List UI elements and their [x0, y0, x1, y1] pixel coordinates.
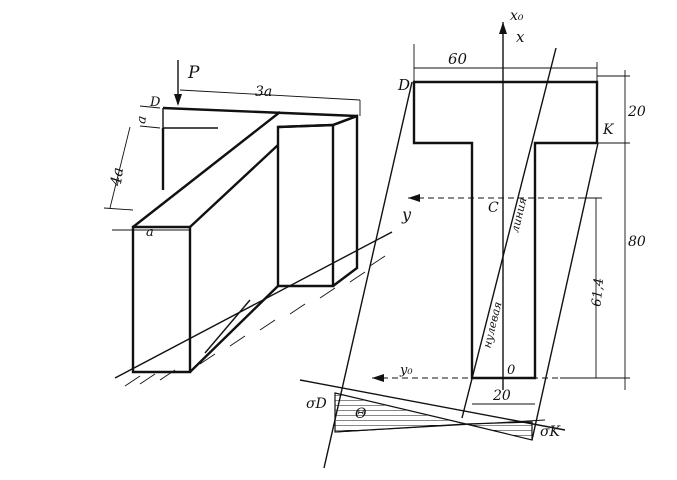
stress-diagram — [299, 379, 566, 441]
axis-y0-label: y₀ — [399, 363, 413, 378]
t-section-view: 60 20 80 61,4 x₀ x y C y₀ 0 20 D K — [299, 8, 646, 469]
load-arrow — [174, 60, 182, 106]
dimension-3a — [179, 89, 361, 116]
point-d-label: D — [397, 76, 410, 94]
dimension-a-web-label: a — [146, 225, 154, 240]
dimension-4a — [103, 126, 134, 211]
dimension-4a-label: 4a — [107, 166, 128, 188]
load-label: P — [187, 63, 200, 83]
dimension-a-flange-label: a — [134, 115, 150, 125]
t-beam-3d-view: P D 3a a 4a a — [103, 60, 393, 387]
neutral-line — [461, 47, 557, 419]
point-c-label: C — [488, 200, 499, 216]
theta-label: Θ — [355, 406, 367, 422]
axis-y-label: y — [401, 205, 412, 224]
stress-k-label: σK — [540, 424, 562, 440]
parallel-line-k — [531, 142, 599, 441]
point-k-label: K — [602, 122, 615, 138]
dim-top-width-label: 60 — [448, 50, 468, 68]
dimension-3a-label: 3a — [255, 84, 272, 100]
axis-x-label: x — [516, 28, 525, 46]
ground-support — [114, 231, 393, 387]
point-o-label: 0 — [507, 363, 515, 378]
t-section-outline — [412, 80, 599, 380]
dimension-a-flange — [139, 105, 161, 129]
point-d-label-3d: D — [149, 95, 161, 110]
dim-web-height-label: 80 — [628, 234, 646, 250]
dim-centroid-label: 61,4 — [590, 277, 607, 307]
stress-d-label: σD — [306, 396, 327, 412]
neutral-line-label-1: нулевая — [480, 300, 504, 349]
dim-web-width-label: 20 — [492, 388, 511, 404]
axis-x0-label: x₀ — [510, 8, 524, 24]
dim-flange-thk-label: 20 — [627, 104, 646, 120]
neutral-line-label-2: линия — [508, 196, 529, 234]
